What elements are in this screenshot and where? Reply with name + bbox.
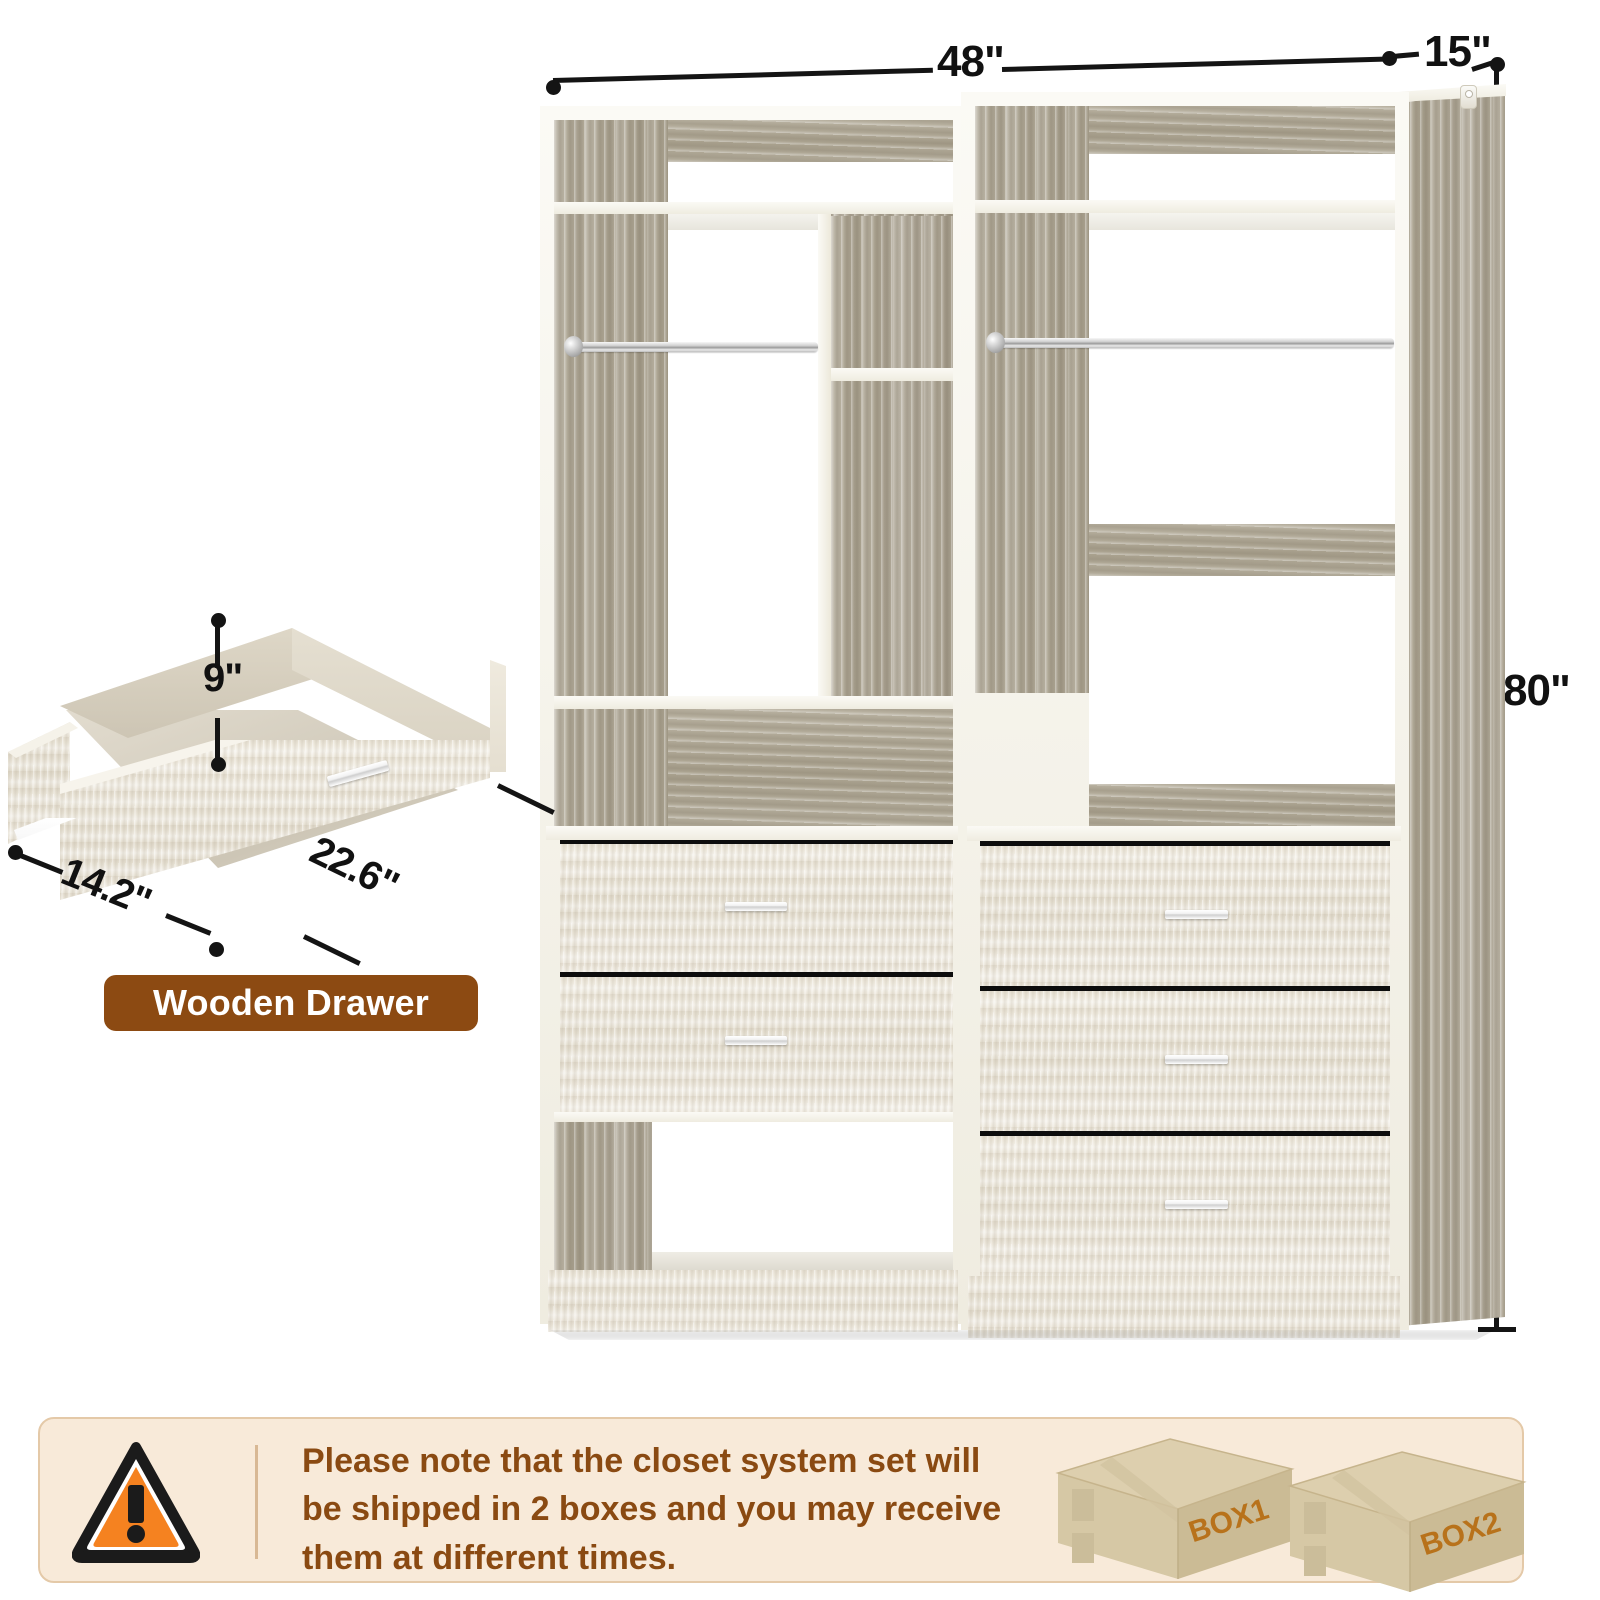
wooden-drawer-illustration — [0, 600, 520, 960]
dim-label-48: 48" — [937, 37, 1005, 86]
wooden-drawer-badge: Wooden Drawer — [104, 975, 478, 1031]
warning-triangle-svg — [71, 1442, 201, 1563]
left-unit-shelf-4 — [546, 826, 958, 840]
dim-line-48-b — [1001, 56, 1389, 72]
dim-line-48-a — [552, 67, 933, 83]
banner-divider — [255, 1445, 258, 1559]
left-hanging-rod — [568, 342, 818, 352]
right-unit-shelf-top-highlight — [1089, 213, 1395, 230]
dim-dot-48-left — [546, 80, 561, 95]
right-side-panel — [1400, 89, 1505, 1326]
right-unit-mid-shelf — [1089, 524, 1395, 576]
left-unit-base — [548, 1270, 958, 1332]
dim-line-9-bottom — [215, 718, 220, 764]
right-unit-lower-open — [1089, 576, 1395, 816]
right-unit-top-open-gap — [1089, 154, 1395, 204]
dim-label-80: 80" — [1503, 666, 1571, 715]
right-unit-base — [968, 1276, 1400, 1338]
shipping-box-1-svg — [1055, 1438, 1295, 1579]
left-unit-shelf-2 — [831, 368, 953, 381]
dim-tick-80-bottom — [1478, 1327, 1516, 1332]
left-unit-top-shelf-underside — [668, 120, 953, 162]
shipping-box-2: BOX2 — [1282, 1444, 1532, 1594]
left-unit-shelf-1 — [554, 202, 953, 214]
left-drawer-2-handle[interactable] — [725, 1036, 787, 1045]
shipping-box-1: BOX1 — [1050, 1431, 1300, 1581]
left-unit-shelf-5 — [554, 1112, 953, 1122]
dim-line-9-top — [215, 620, 220, 668]
dim-label-9: 9" — [203, 656, 243, 700]
left-unit-bottom-cubby-open — [652, 1122, 953, 1270]
dim-dot-9-bottom — [211, 757, 226, 772]
right-drawer-2-handle[interactable] — [1165, 1055, 1228, 1064]
left-unit-top-open-gap — [668, 162, 953, 206]
right-drawer-gap-2 — [980, 986, 1390, 991]
left-drawer-gap-1 — [560, 840, 953, 844]
banner-text-line-2: be shipped in 2 boxes and you may receiv… — [302, 1490, 1002, 1529]
floor-shadow — [550, 1330, 1495, 1340]
drawer-front-right-cap — [490, 660, 506, 772]
right-drawer-1-handle[interactable] — [1165, 910, 1228, 919]
left-hanging-rod-cap — [564, 336, 583, 357]
banner-text-line-3: them at different times. — [302, 1538, 677, 1577]
shipping-box-2-svg — [1287, 1451, 1527, 1592]
right-drawer-3-handle[interactable] — [1165, 1200, 1228, 1209]
left-unit-bottom-cubby-floor — [652, 1252, 953, 1270]
right-drawer-gap-1 — [980, 841, 1390, 846]
left-drawer-gap-2 — [560, 972, 953, 977]
left-unit-bottom-cubby-side — [554, 1122, 652, 1270]
right-hanging-rod — [990, 338, 1394, 348]
right-unit-top-shelf-underside — [1089, 106, 1395, 154]
left-unit-right-compartment-lower — [831, 381, 953, 699]
right-unit-shelf-1 — [975, 200, 1395, 213]
left-drawer-1-handle[interactable] — [725, 902, 787, 911]
dim-line-15-a — [1391, 51, 1420, 59]
left-unit-shelf-top-highlight — [668, 214, 828, 230]
wooden-drawer-badge-label: Wooden Drawer — [153, 982, 429, 1023]
shipping-warning-banner: Please note that the closet system set w… — [38, 1417, 1527, 1592]
left-unit-vertical-divider — [818, 214, 831, 699]
anti-tip-bracket-hole — [1465, 90, 1473, 98]
left-unit-hang-cavity — [668, 224, 828, 699]
left-unit-cubby-shelf — [668, 709, 953, 829]
right-drawer-gap-3 — [980, 1131, 1390, 1136]
closet-system-illustration — [540, 84, 1506, 1340]
left-unit-right-compartment-upper — [831, 216, 953, 368]
dim-label-15: 15" — [1424, 27, 1492, 76]
right-unit-hang-cavity — [1089, 224, 1395, 524]
dim-dot-22-6-end — [209, 942, 224, 957]
warning-triangle-icon — [71, 1441, 201, 1563]
right-hanging-rod-cap — [986, 332, 1005, 353]
right-unit-lower-shelf — [1089, 784, 1395, 829]
left-unit-shelf-3 — [554, 696, 953, 709]
banner-text-line-1: Please note that the closet system set w… — [302, 1442, 981, 1480]
banner-text-block: Please note that the closet system set w… — [302, 1437, 1042, 1582]
right-unit-shelf-2 — [967, 826, 1401, 841]
